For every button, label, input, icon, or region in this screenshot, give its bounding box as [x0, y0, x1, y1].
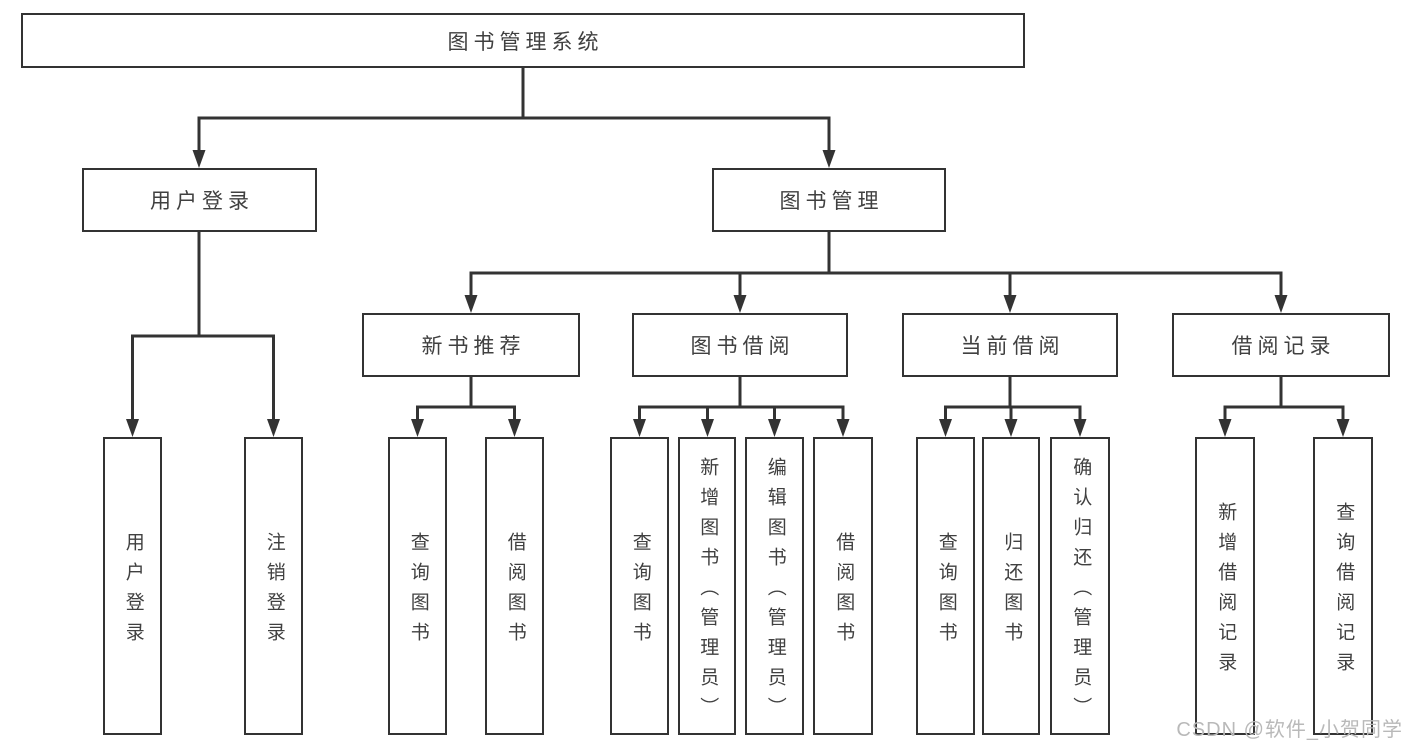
leaf-logout: 注销登录 [244, 437, 303, 735]
leaf-query-books-borrow: 查询图书 [610, 437, 669, 735]
leaf-query-borrow-record: 查询借阅记录 [1313, 437, 1373, 735]
node-root-label: 图书管理系统 [447, 30, 604, 54]
leaf-return-books: 归还图书 [982, 437, 1040, 735]
arrowhead-icons [126, 150, 1350, 437]
leaf-query-books-current-label: 查询图书 [935, 531, 957, 652]
node-borrow-records: 借阅记录 [1172, 313, 1390, 377]
leaf-borrow-books: 借阅图书 [813, 437, 873, 735]
leaf-borrow-books-recommend-label: 借阅图书 [504, 531, 526, 652]
leaf-confirm-return-admin-label: 确认归还（管理员） [1070, 456, 1092, 727]
leaf-query-books-recommend-label: 查询图书 [407, 531, 429, 652]
node-new-book-recommend: 新书推荐 [362, 313, 580, 377]
leaf-query-borrow-record-label: 查询借阅记录 [1333, 501, 1355, 682]
leaf-borrow-books-label: 借阅图书 [833, 531, 855, 652]
leaf-borrow-books-recommend: 借阅图书 [485, 437, 544, 735]
leaf-add-borrow-record-label: 新增借阅记录 [1215, 501, 1237, 682]
leaf-add-books-admin-label: 新增图书（管理员） [697, 456, 719, 727]
leaf-logout-label: 注销登录 [263, 531, 285, 652]
leaf-query-books-recommend: 查询图书 [388, 437, 447, 735]
node-book-borrow-label: 图书借阅 [690, 335, 795, 358]
leaf-query-books-borrow-label: 查询图书 [629, 531, 651, 652]
node-book-borrow: 图书借阅 [632, 313, 848, 377]
leaf-edit-books-admin-label: 编辑图书（管理员） [764, 456, 786, 727]
node-borrow-records-label: 借阅记录 [1231, 335, 1336, 358]
csdn-watermark: CSDN @软件_小贺同学 [1176, 719, 1403, 741]
leaf-user-login-label: 用户登录 [122, 531, 144, 652]
node-user-login: 用户登录 [82, 168, 317, 232]
leaf-add-books-admin: 新增图书（管理员） [678, 437, 736, 735]
node-current-borrow-label: 当前借阅 [960, 335, 1065, 358]
node-current-borrow: 当前借阅 [902, 313, 1118, 377]
leaf-return-books-label: 归还图书 [1001, 531, 1023, 652]
node-book-management-label: 图书管理 [779, 190, 884, 213]
node-new-book-recommend-label: 新书推荐 [421, 335, 526, 358]
leaf-user-login: 用户登录 [103, 437, 162, 735]
node-book-management: 图书管理 [712, 168, 946, 232]
leaf-confirm-return-admin: 确认归还（管理员） [1050, 437, 1110, 735]
node-user-login-label: 用户登录 [150, 190, 254, 213]
leaf-add-borrow-record: 新增借阅记录 [1195, 437, 1255, 735]
leaf-edit-books-admin: 编辑图书（管理员） [745, 437, 804, 735]
node-root: 图书管理系统 [21, 13, 1025, 68]
leaf-query-books-current: 查询图书 [916, 437, 975, 735]
connector-segments [131, 66, 1345, 421]
